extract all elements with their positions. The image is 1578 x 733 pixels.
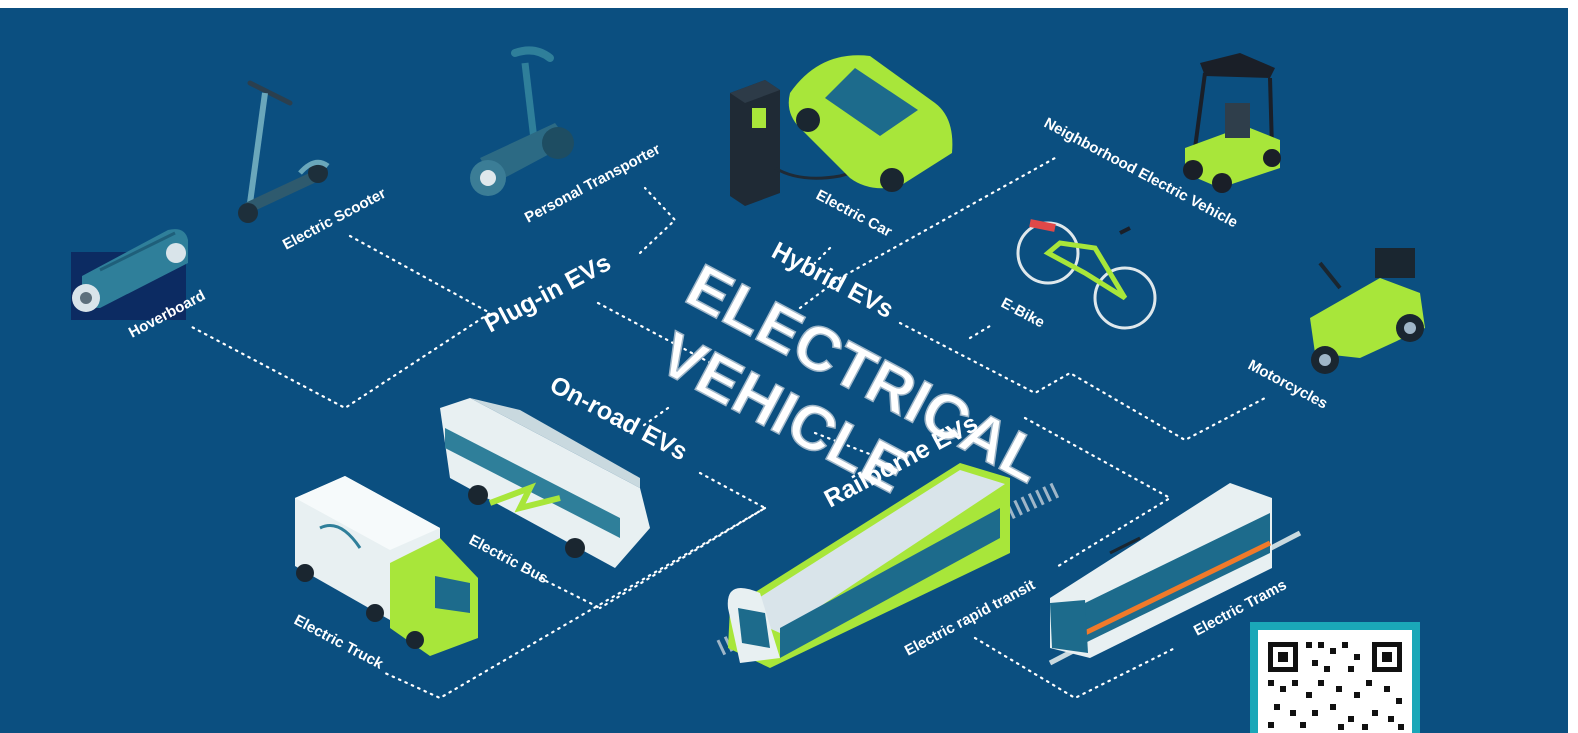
label-electric-scooter: Electric Scooter [280,185,389,254]
qr-finder-top-right [1372,642,1402,672]
electric-car-illustration [730,55,953,206]
infographic-canvas: ELECTRICAL VEHICLE Plug-in EVs Hybrid EV… [0,8,1568,733]
connector-lines [188,156,1267,700]
qr-finder-top-left [1268,642,1298,672]
e-bike-illustration [1016,219,1157,330]
qr-modules [1268,642,1404,730]
electric-scooter-illustration [238,80,330,223]
electric-truck-illustration [295,476,478,656]
neighborhood-electric-vehicle-illustration [1183,53,1281,193]
label-electric-car: Electric Car [813,187,895,241]
hoverboard-illustration [71,229,188,320]
label-electric-bus: Electric Bus [466,532,551,588]
personal-transporter-illustration [470,46,574,196]
motorcycle-illustration [1310,248,1425,374]
category-plugin-evs: Plug-in EVs [480,248,616,338]
rapid-transit-illustration [716,463,1064,668]
electric-tram-illustration [1048,483,1302,666]
infographic-svg: ELECTRICAL VEHICLE Plug-in EVs Hybrid EV… [71,46,1425,733]
electric-bus-illustration [440,398,650,568]
label-e-bike: E-Bike [998,295,1047,332]
qr-code[interactable] [1250,622,1420,733]
